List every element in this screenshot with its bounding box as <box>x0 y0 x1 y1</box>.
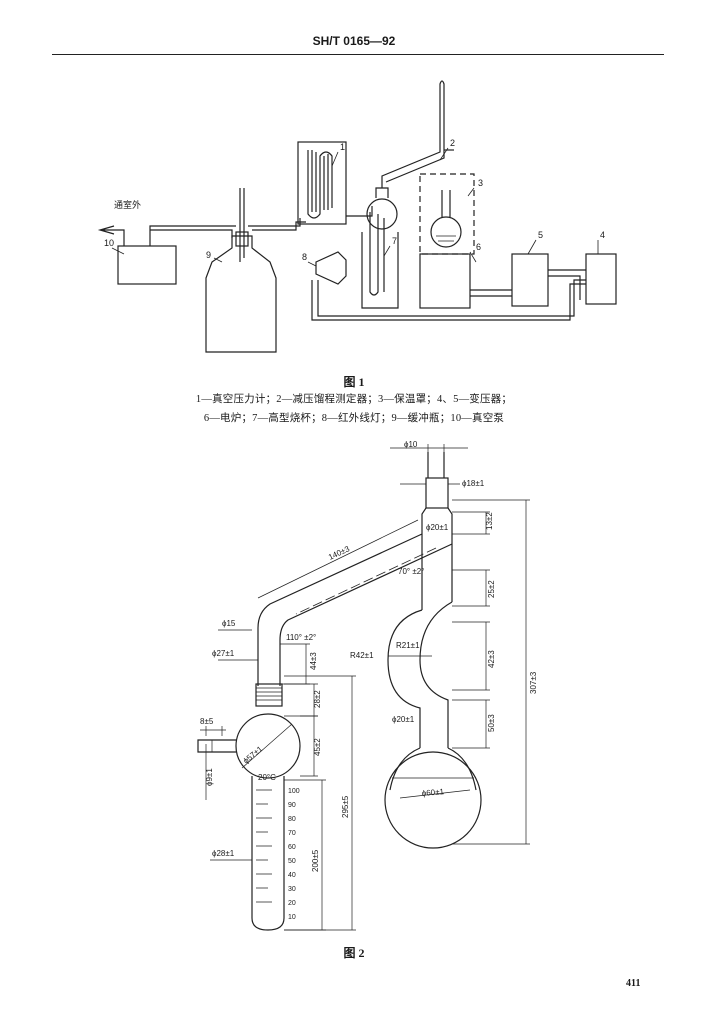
dim-ang110: 110° ±2° <box>286 633 316 642</box>
scale-80: 80 <box>288 816 296 823</box>
dim-h44: 44±3 <box>309 652 318 670</box>
dim-h42: 42±3 <box>487 650 496 668</box>
scale-10: 10 <box>288 914 296 921</box>
figure-2-caption: 图 2 <box>343 946 365 960</box>
dim-h295: 295±5 <box>341 795 350 818</box>
dim-d20b: ϕ20±1 <box>392 715 415 724</box>
graduated-tube <box>251 776 285 931</box>
vacuum-manometer <box>297 141 347 225</box>
label-7: 7 <box>392 236 397 246</box>
dim-h200: 200±5 <box>311 849 320 872</box>
dim-temp: 20°C <box>258 773 276 782</box>
transformer-5 <box>511 253 549 307</box>
dim-d10: ϕ10 <box>404 440 418 449</box>
dim-h307: 307±3 <box>529 671 538 694</box>
dim-w8: 8±5 <box>200 717 214 726</box>
label-6: 6 <box>476 242 481 252</box>
dim-r42: R42±1 <box>350 651 374 660</box>
scale-40: 40 <box>288 872 296 879</box>
page-header: SH/T 0165—92 <box>312 34 396 48</box>
scale-90: 90 <box>288 802 296 809</box>
dim-d18: ϕ18±1 <box>462 479 485 488</box>
label-2: 2 <box>450 138 455 148</box>
dim-r21: R21±1 <box>396 641 420 650</box>
thermometer <box>439 80 445 124</box>
scale-100: 100 <box>288 788 300 795</box>
tall-beaker <box>361 232 399 309</box>
outlet-arrow-icon <box>97 225 118 235</box>
page-number: 411 <box>626 978 641 989</box>
scale-70: 70 <box>288 830 296 837</box>
figure-1-legend-line-1: 1—真空压力计；2—减压馏程测定器；3—保温罩；4、5—变压器； <box>195 394 513 405</box>
dim-h13: 13±2 <box>485 512 494 530</box>
dim-d27: ϕ27±1 <box>212 649 235 658</box>
dim-len140: 140±3 <box>327 544 351 562</box>
dim-ang70: 70° ±2° <box>398 567 424 576</box>
scale-20: 20 <box>288 900 296 907</box>
dim-d9: ϕ9±1 <box>205 768 214 786</box>
dim-d20a: ϕ20±1 <box>426 523 449 532</box>
dim-h28: 28±2 <box>313 690 322 708</box>
distilling-flask <box>430 216 462 248</box>
scale-30: 30 <box>288 886 296 893</box>
label-3: 3 <box>478 178 483 188</box>
vacuum-side-tube <box>197 739 236 753</box>
label-1: 1 <box>340 142 345 152</box>
transformer-4 <box>585 253 617 305</box>
vacuum-pump <box>117 245 177 285</box>
infrared-lamp <box>315 251 347 285</box>
receiver-flask <box>366 198 398 230</box>
s-bend-tube <box>387 601 453 748</box>
dim-h50: 50±3 <box>487 714 496 732</box>
scale-60: 60 <box>288 844 296 851</box>
dim-d60: ϕ60±1 <box>421 787 444 798</box>
header-rule <box>52 54 664 55</box>
label-8: 8 <box>302 252 307 262</box>
dim-d15: ϕ15 <box>222 619 236 628</box>
figure-1-caption: 图 1 <box>343 375 365 389</box>
side-arm <box>257 533 453 686</box>
scale-50: 50 <box>288 858 296 865</box>
dim-d57: ϕ57±1 <box>242 744 265 766</box>
dim-h25: 25±2 <box>487 580 496 598</box>
distilling-flask-fig2 <box>384 751 482 849</box>
label-10: 10 <box>104 238 114 248</box>
outdoor-label: 通室外 <box>114 199 141 210</box>
figure-1-legend-line-2: 6—电炉；7—高型烧杯；8—红外线灯；9—缓冲瓶；10—真空泵 <box>203 413 505 424</box>
label-4: 4 <box>600 230 605 240</box>
thermometer-joint <box>425 477 449 509</box>
buffer-bottle <box>205 235 277 353</box>
dim-h45: 45±2 <box>313 738 322 756</box>
receiver-bulb <box>235 713 301 779</box>
electric-heater <box>419 253 471 309</box>
label-5: 5 <box>538 230 543 240</box>
label-9: 9 <box>206 250 211 260</box>
dim-d28: ϕ28±1 <box>212 849 235 858</box>
